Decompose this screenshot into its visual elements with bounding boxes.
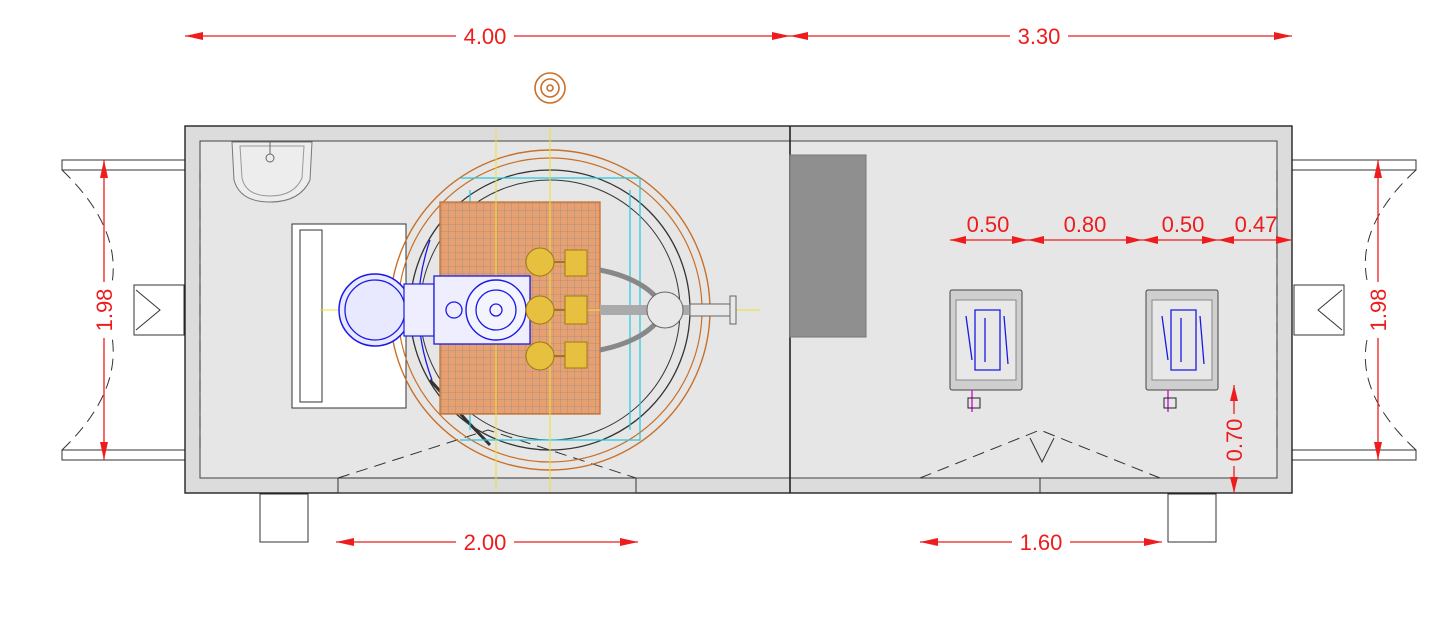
dimension-vertical-offset: 0.70: [1222, 385, 1247, 493]
pump-motor-icon: [338, 273, 531, 347]
dim-0-47: 0.47: [1235, 212, 1278, 237]
dim-0-70: 0.70: [1222, 419, 1247, 462]
dimension-top-left: 4.00: [185, 24, 790, 49]
dim-right-1-98: 1.98: [1366, 289, 1391, 332]
sink-icon: [231, 141, 313, 203]
dim-2-00: 2.00: [464, 530, 507, 555]
control-panel-icon: [1145, 289, 1219, 412]
dimension-bottom-left: 2.00: [336, 530, 638, 555]
bottom-door-right: [919, 429, 1161, 493]
dim-0-50-a: 0.50: [967, 212, 1010, 237]
dim-1-60: 1.60: [1020, 530, 1063, 555]
dim-0-50-b: 0.50: [1162, 212, 1205, 237]
support-leg-left: [259, 493, 309, 543]
concentric-circle-marker: [534, 72, 566, 104]
valve-icon: [525, 247, 588, 371]
dim-3-30: 3.30: [1018, 24, 1061, 49]
building-outline: [184, 125, 1293, 494]
bottom-door-left: [337, 429, 637, 494]
dim-4-00: 4.00: [464, 24, 507, 49]
dim-0-80: 0.80: [1064, 212, 1107, 237]
dimension-left-side: 1.98: [92, 160, 117, 460]
control-panel-icon: [949, 289, 1023, 412]
dimension-bottom-right: 1.60: [920, 530, 1162, 555]
support-leg-right: [1167, 493, 1217, 543]
partition-panel: [789, 154, 867, 338]
left-door-frame: [61, 159, 187, 461]
dimension-panel-spacing: 0.50 0.80 0.50 0.47: [950, 212, 1292, 244]
dimension-right-side: 1.98: [1366, 160, 1391, 460]
dim-left-1-98: 1.98: [92, 289, 117, 332]
right-door-frame: [1291, 159, 1417, 461]
dimension-top-right: 3.30: [790, 24, 1292, 49]
